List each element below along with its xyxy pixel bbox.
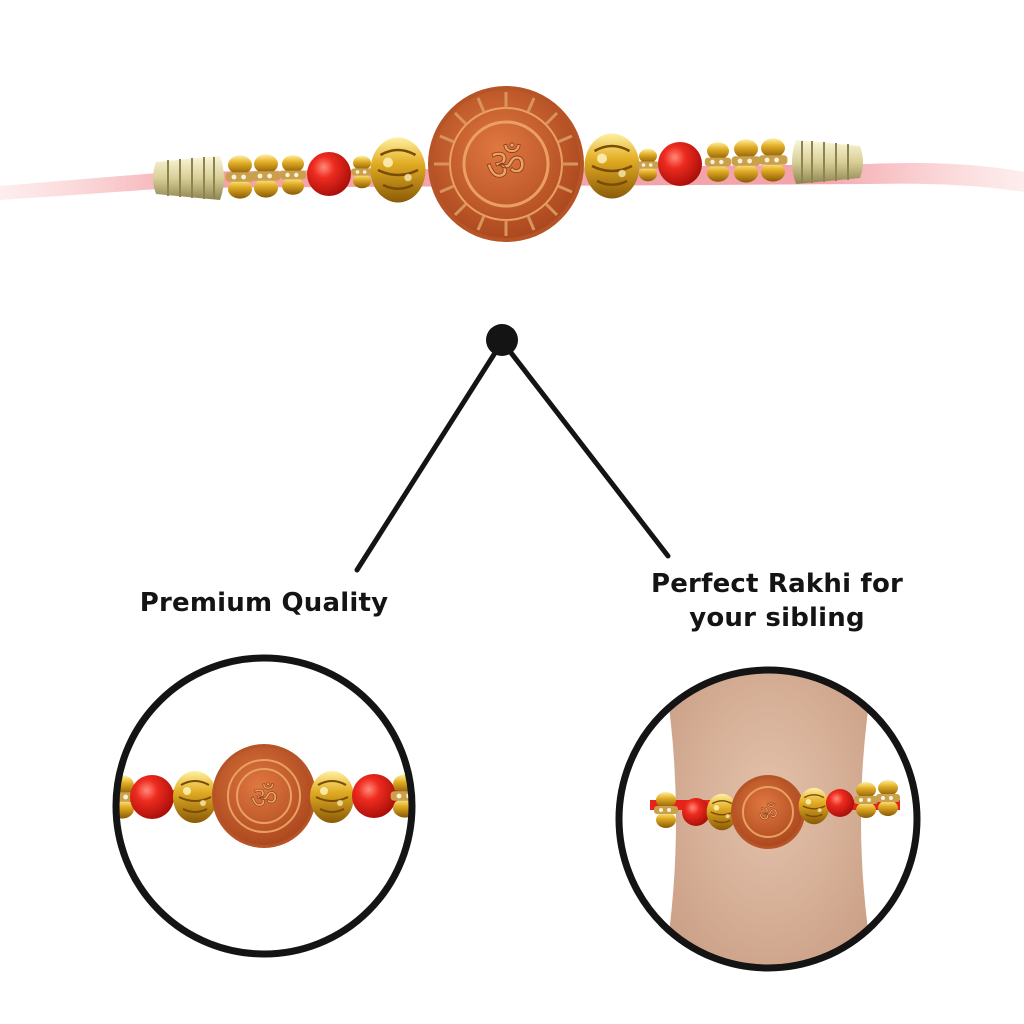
om-symbol-icon: ॐ [486,140,526,191]
caption-right-line1: Perfect Rakhi for [650,569,904,599]
om-symbol-icon: ॐ [758,802,778,827]
caption-perfect-rakhi: Perfect Rakhi for your sibling [620,567,934,635]
om-symbol-icon: ॐ [250,781,277,816]
pendant-top: ॐ [428,86,584,242]
caption-right-line2: your sibling [689,603,865,633]
rakhi-product-top: ॐ [0,86,1024,242]
caption-premium-quality: Premium Quality [114,586,414,620]
wrist-circle-right: ॐ [615,666,921,972]
caption-left-text: Premium Quality [139,588,389,618]
connector-lines [354,324,671,573]
connector-dot-icon [486,324,518,356]
closeup-circle-left: ॐ [112,654,416,958]
